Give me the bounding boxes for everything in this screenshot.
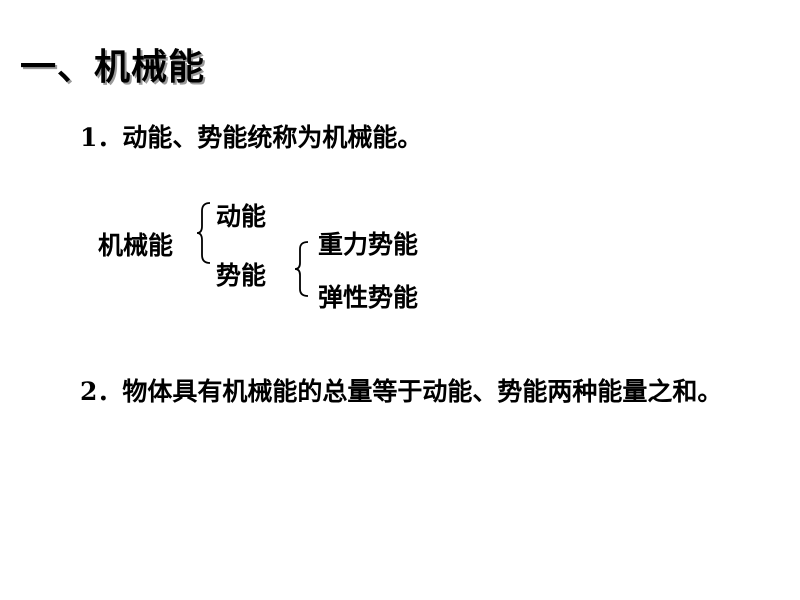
branch-potential-energy: 势能: [216, 261, 267, 290]
point-2-text: 物体具有机械能的总量等于动能、势能两种能量之和。: [122, 377, 723, 406]
slide-title: 一、机械能: [20, 47, 206, 88]
point-1-number: 1．: [80, 123, 123, 152]
point-1: 1．动能、势能统称为机械能。: [80, 118, 422, 154]
tree-root-label: 机械能: [98, 231, 174, 260]
point-2-number: 2．: [80, 377, 123, 406]
branch-kinetic-energy: 动能: [216, 202, 267, 231]
leaf-elastic-potential-energy: 弹性势能: [318, 283, 419, 312]
point-1-text: 动能、势能统称为机械能。: [122, 123, 423, 152]
leaf-gravitational-potential-energy: 重力势能: [318, 230, 419, 259]
point-2: 2．物体具有机械能的总量等于动能、势能两种能量之和。: [80, 372, 740, 412]
left-brace-1: [196, 202, 211, 264]
left-brace-2: [294, 241, 309, 297]
